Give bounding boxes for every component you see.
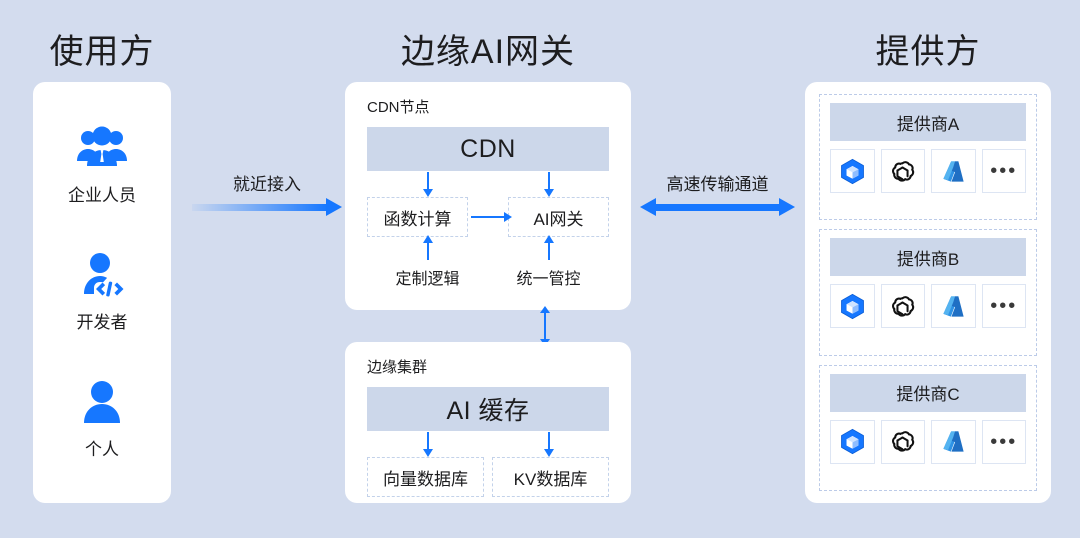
column-title-consumer: 使用方 [49,33,155,71]
provider-group-c: 提供商C [819,364,1037,491]
logo-cell-openai[interactable] [880,419,925,464]
cdn-headline-bar: CDN [367,127,609,171]
arrow-up-icon [547,242,550,260]
openai-icon [889,428,916,455]
people-group-icon [76,125,128,171]
persona-label: 企业人员 [68,186,136,205]
arrow-down-icon [547,172,550,190]
edge-cluster-card: 边缘集群 AI 缓存 向量数据库 KV数据库 [345,342,631,503]
logo-cell-more[interactable]: ••• [981,284,1026,329]
azure-icon [940,428,967,455]
cdn-node-caption: CDN节点 [367,99,430,116]
azure-icon [940,158,967,185]
qwen-cube-icon [839,428,866,455]
provider-logo-row: ••• [830,419,1026,464]
persona-developer: 开发者 [76,252,128,333]
sublabel-unified-control: 统一管控 [516,271,581,288]
arrow-up-icon [426,242,429,260]
persona-label: 开发者 [76,313,128,332]
cdn-block-row: 函数计算 AI网关 [367,197,609,237]
provider-group-a: 提供商A [819,94,1037,221]
column-title-provider: 提供方 [875,33,981,71]
logo-cell-qwen[interactable] [830,284,875,329]
logo-cell-openai[interactable] [880,284,925,329]
providers-card: 提供商A [805,82,1051,503]
arrow-head-right-icon [779,198,795,216]
arrow-down-icon [547,432,550,450]
logo-cell-qwen[interactable] [830,149,875,193]
arrow-slot-right [488,171,609,197]
cdn-down-arrows [367,171,609,197]
provider-name: 提供商C [830,373,1026,412]
arrow-slot-left [367,237,488,263]
connector-label: 高速传输通道 [666,175,769,194]
arrow-slot-left [367,431,488,457]
arrow-slot-right [488,431,609,457]
connector-high-speed-channel: 高速传输通道 [640,175,795,216]
logo-cell-azure[interactable] [931,149,976,193]
cdn-up-arrows [367,237,609,263]
provider-logo-row: ••• [830,149,1026,193]
single-person-icon [76,379,128,425]
azure-icon [940,293,967,320]
sublabel-custom-logic: 定制逻辑 [395,271,460,288]
arrow-head-right-icon [326,198,342,216]
openai-icon [889,158,916,185]
provider-group-b: 提供商B [819,229,1037,356]
cdn-node-card: CDN节点 CDN 函数计算 AI网关 定制逻辑 统一管控 [345,82,631,310]
logo-cell-azure[interactable] [931,284,976,329]
logo-cell-more[interactable]: ••• [981,419,1026,464]
block-function-compute[interactable]: 函数计算 [367,197,468,237]
edge-block-row: 向量数据库 KV数据库 [367,457,609,497]
more-ellipsis-icon: ••• [990,160,1018,182]
arrow-slot-left [367,171,488,197]
logo-cell-more[interactable]: ••• [981,149,1026,193]
arrow-down-icon [426,172,429,190]
column-title-gateway: 边缘AI网关 [400,33,576,71]
qwen-cube-icon [839,158,866,185]
arrow-down-icon [426,432,429,450]
arrow-head-left-icon [640,198,656,216]
block-ai-gateway[interactable]: AI网关 [508,197,609,237]
consumers-card: 企业人员 开发者 [33,82,171,503]
provider-name: 提供商A [830,103,1026,141]
connector-label: 就近接入 [233,175,301,194]
connector-cdn-to-edge-cluster [544,312,546,340]
arrow-slot-right [488,237,609,263]
persona-enterprise: 企业人员 [68,125,136,206]
persona-individual: 个人 [76,379,128,460]
more-ellipsis-icon: ••• [990,295,1018,318]
edge-cluster-caption: 边缘集群 [367,359,428,376]
block-kv-database[interactable]: KV数据库 [492,457,609,497]
block-vector-database[interactable]: 向量数据库 [367,457,484,497]
cdn-sublabels: 定制逻辑 统一管控 [367,265,609,289]
arrow-shaft [192,204,328,211]
ai-cache-headline-bar: AI 缓存 [367,387,609,431]
developer-code-icon [76,252,128,298]
arrow-shaft [655,204,780,211]
persona-label: 个人 [85,440,119,459]
logo-cell-openai[interactable] [880,149,925,193]
arrow-right-icon [471,216,505,218]
edge-down-arrows [367,431,609,457]
more-ellipsis-icon: ••• [990,430,1018,453]
connector-nearby-access: 就近接入 [192,175,342,216]
openai-icon [889,293,916,320]
logo-cell-azure[interactable] [931,419,976,464]
provider-name: 提供商B [830,238,1026,277]
provider-logo-row: ••• [830,284,1026,329]
logo-cell-qwen[interactable] [830,419,875,464]
qwen-cube-icon [839,293,866,320]
